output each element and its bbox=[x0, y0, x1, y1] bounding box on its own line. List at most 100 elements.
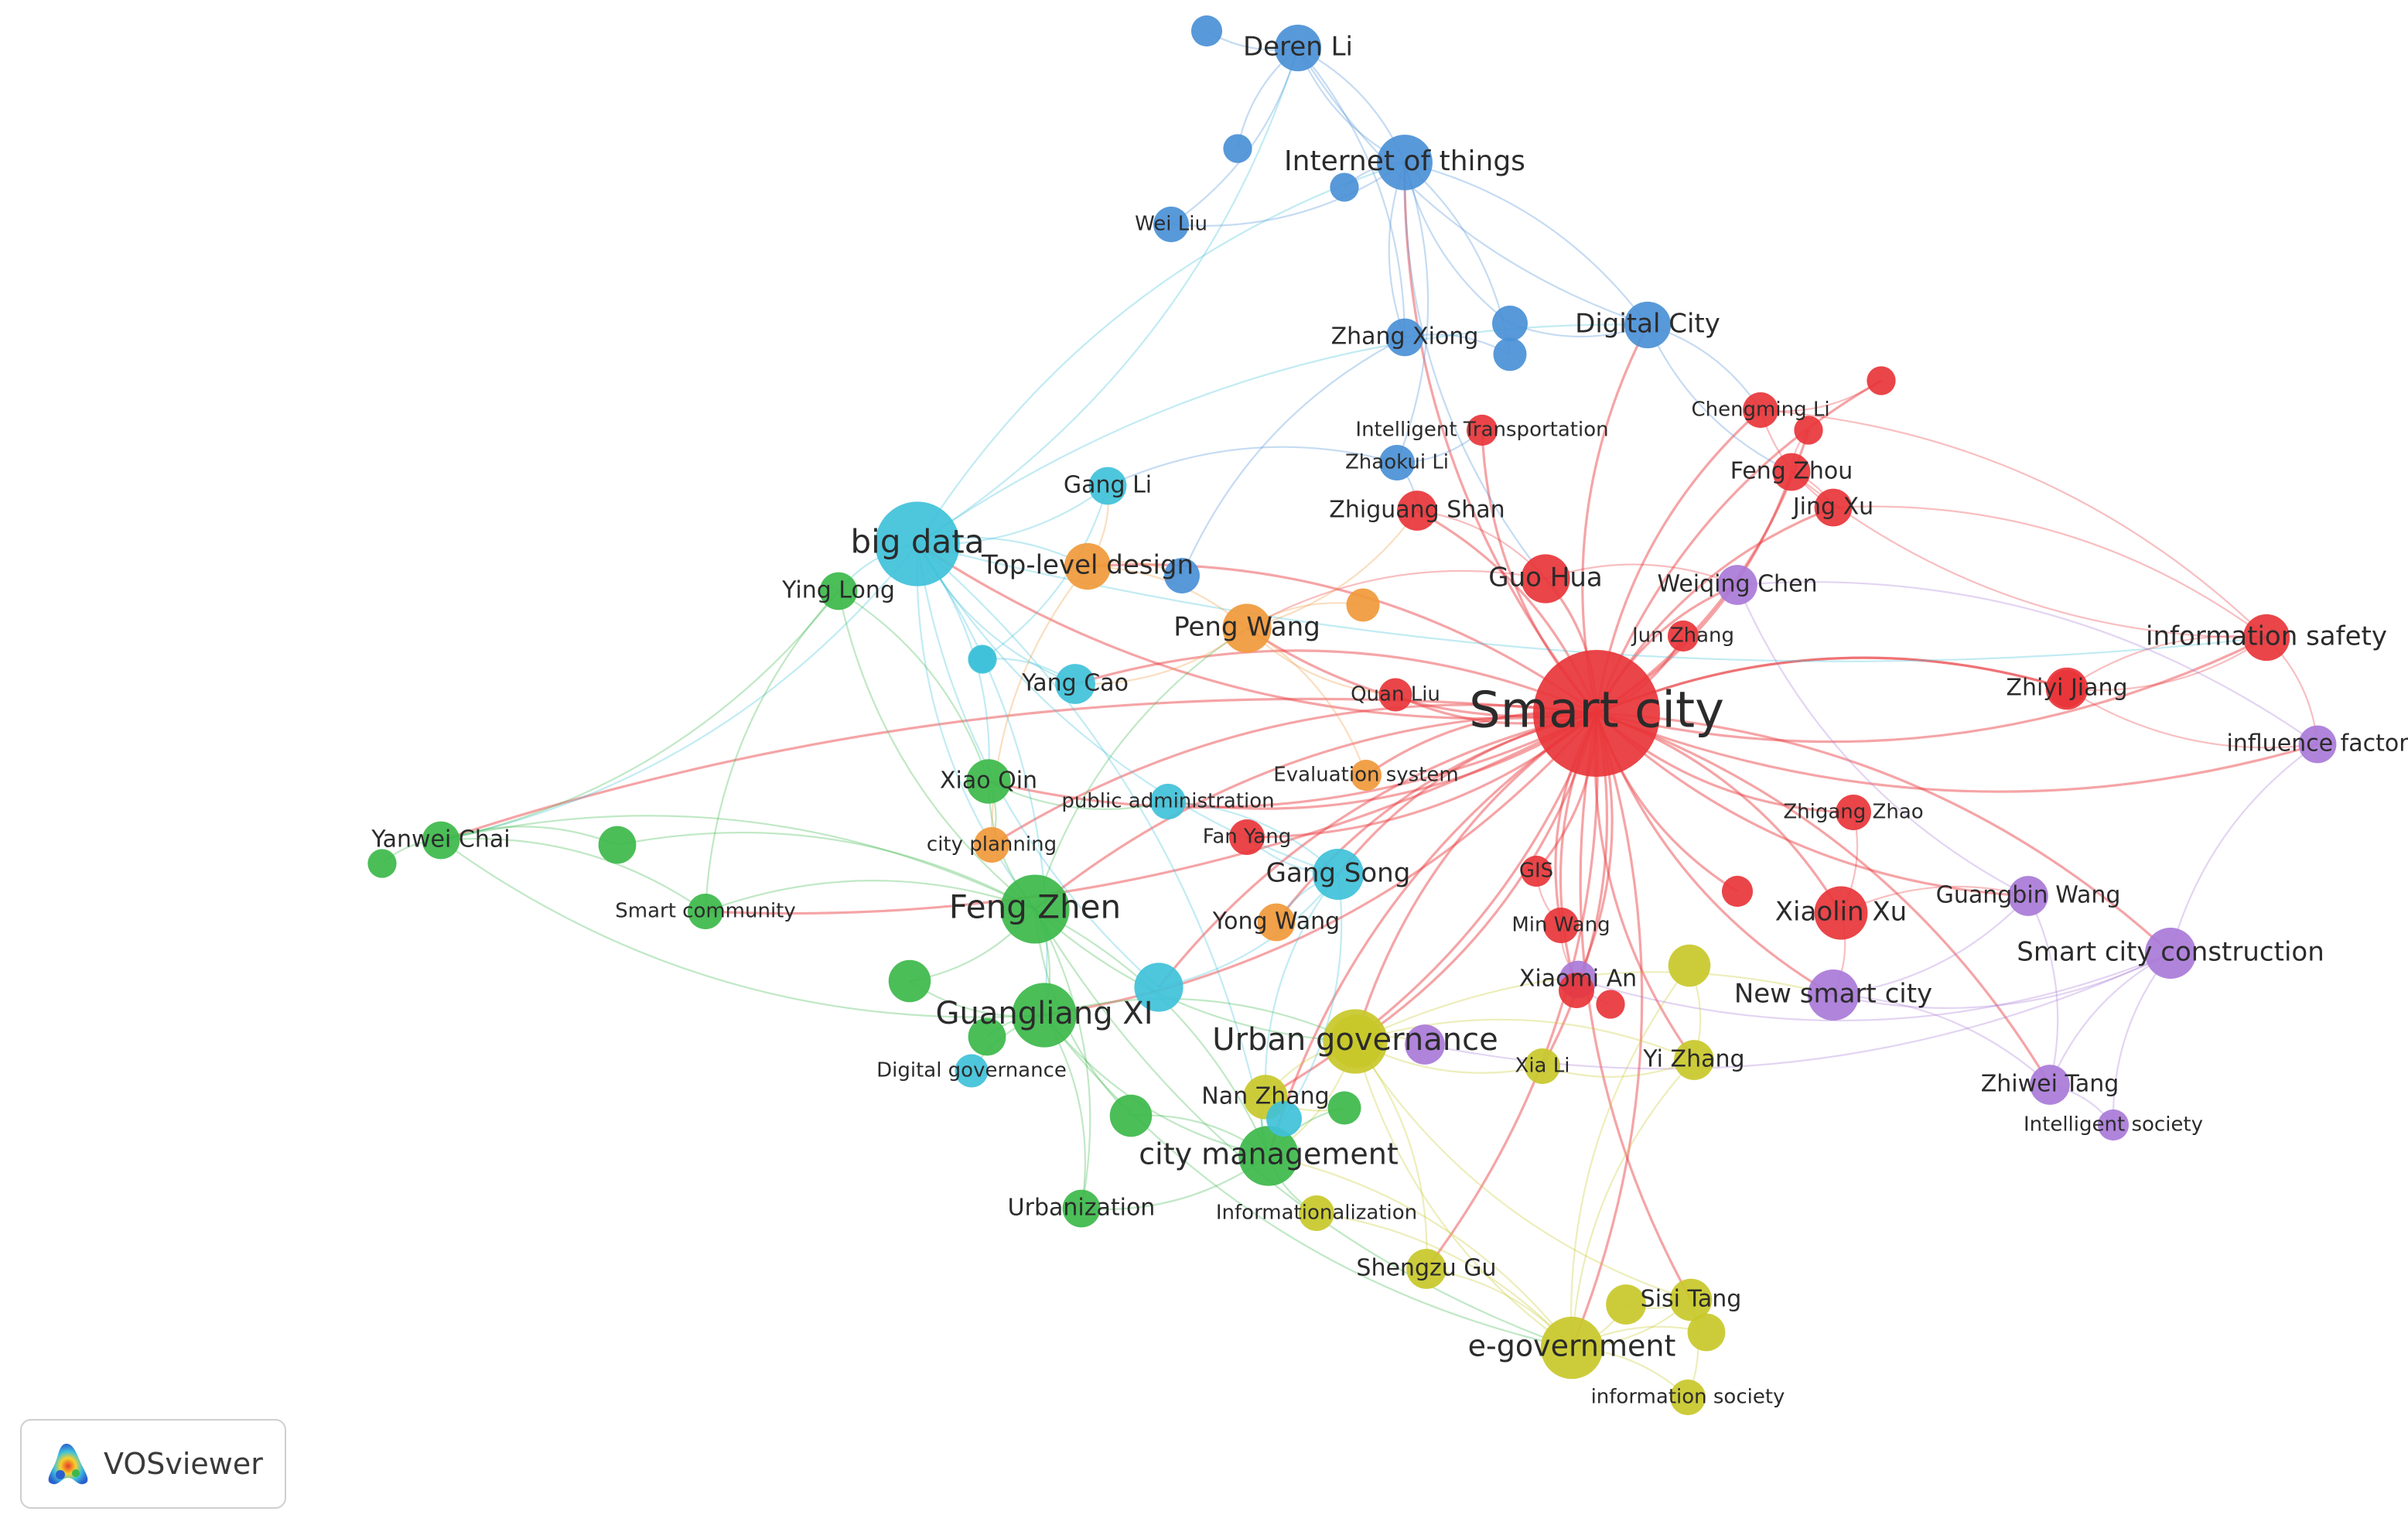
node-digital-city[interactable] bbox=[1624, 301, 1672, 349]
node-sc-constr[interactable] bbox=[2144, 927, 2197, 980]
node-xiaolin-xu[interactable] bbox=[1814, 886, 1868, 940]
node-big-data[interactable] bbox=[875, 501, 960, 586]
node-shengzu-gu[interactable] bbox=[1406, 1249, 1447, 1289]
node-zhaokui-li[interactable] bbox=[1379, 445, 1415, 480]
node-gis[interactable] bbox=[1520, 855, 1552, 887]
node-u28[interactable] bbox=[367, 849, 397, 878]
edge-big_data-feng_zhen bbox=[916, 543, 1036, 910]
node-info-society[interactable] bbox=[1670, 1380, 1706, 1415]
node-guo-hua[interactable] bbox=[1521, 554, 1570, 604]
node-peng-wang[interactable] bbox=[1222, 604, 1272, 653]
edge-smart_city-city_mgmt bbox=[1267, 712, 1597, 1157]
node-u8[interactable] bbox=[1794, 415, 1823, 445]
node-sisi-tang[interactable] bbox=[1669, 1278, 1713, 1322]
edge-smart_city-zhiyi_jiang bbox=[1596, 656, 2068, 715]
node-yanwei-chai[interactable] bbox=[422, 821, 460, 860]
node-eval-sys[interactable] bbox=[1350, 759, 1382, 792]
node-weiqing-chen[interactable] bbox=[1717, 565, 1757, 605]
node-ying-long[interactable] bbox=[819, 572, 858, 610]
node-u19[interactable] bbox=[1668, 944, 1711, 987]
node-u24[interactable] bbox=[2045, 667, 2089, 710]
node-jing-xu[interactable] bbox=[1814, 488, 1853, 527]
node-wei-liu[interactable] bbox=[1153, 207, 1189, 242]
node-u12[interactable] bbox=[968, 1017, 1006, 1056]
label-xiaomi-an: Xiaomi An bbox=[1519, 966, 1637, 993]
label-zhiguang-shan: Zhiguang Shan bbox=[1329, 497, 1505, 524]
node-zhiguang-shan[interactable] bbox=[1397, 491, 1437, 531]
node-guangliang-xi[interactable] bbox=[1012, 983, 1077, 1048]
edge-weiqing_chen-guangbin_wang bbox=[1736, 584, 2029, 897]
node-u6[interactable] bbox=[1164, 558, 1200, 593]
node-smart-city[interactable] bbox=[1533, 650, 1660, 777]
label-guo-hua: Guo Hua bbox=[1488, 562, 1602, 593]
node-influence[interactable] bbox=[2298, 725, 2337, 764]
node-intel-society[interactable] bbox=[2097, 1109, 2130, 1141]
node-quan-liu[interactable] bbox=[1378, 678, 1412, 712]
node-u26[interactable] bbox=[1721, 875, 1754, 908]
node-u3[interactable] bbox=[1330, 173, 1359, 202]
label-smart-comm: Smart community bbox=[615, 900, 796, 923]
node-gang-li[interactable] bbox=[1088, 467, 1127, 505]
node-feng-zhou[interactable] bbox=[1772, 453, 1811, 491]
node-u4[interactable] bbox=[1492, 306, 1528, 341]
node-smart-comm[interactable] bbox=[688, 894, 723, 929]
node-city-planning[interactable] bbox=[974, 827, 1009, 863]
node-xia-li[interactable] bbox=[1525, 1048, 1560, 1084]
node-u9[interactable] bbox=[1346, 588, 1380, 622]
node-min-wang[interactable] bbox=[1543, 908, 1579, 943]
node-urbanization[interactable] bbox=[1062, 1189, 1101, 1228]
node-gang-song[interactable] bbox=[1312, 848, 1365, 901]
edge-smart_city-shengzu_gu bbox=[1425, 713, 1600, 1270]
node-xiao-qin[interactable] bbox=[966, 759, 1011, 804]
node-iot[interactable] bbox=[1377, 135, 1433, 190]
node-yong-wang[interactable] bbox=[1257, 903, 1296, 942]
edge-new_smart-sc_constr bbox=[1832, 952, 2171, 1009]
node-u20[interactable] bbox=[1606, 1284, 1646, 1325]
node-info-safety[interactable] bbox=[2242, 614, 2290, 662]
vosviewer-badge[interactable]: VOSviewer bbox=[20, 1419, 286, 1509]
node-u16[interactable] bbox=[1327, 1091, 1361, 1125]
node-jun-zhang[interactable] bbox=[1667, 620, 1699, 652]
edge-info_safety-jing_xu bbox=[1832, 505, 2267, 638]
node-u23[interactable] bbox=[1596, 990, 1625, 1019]
node-top-level[interactable] bbox=[1064, 542, 1112, 590]
node-yang-cao[interactable] bbox=[1055, 664, 1095, 704]
node-new-smart[interactable] bbox=[1807, 969, 1860, 1021]
node-zhigang-zhao[interactable] bbox=[1836, 795, 1871, 830]
edge-zhaokui_li-gang_li bbox=[1107, 446, 1398, 487]
edge-egov-yi_zhang bbox=[1570, 1059, 1695, 1349]
node-u15[interactable] bbox=[1109, 1094, 1153, 1137]
node-u7[interactable] bbox=[1867, 366, 1896, 395]
node-chengming-li[interactable] bbox=[1743, 392, 1778, 428]
node-u17[interactable] bbox=[1266, 1101, 1302, 1137]
node-u11[interactable] bbox=[598, 826, 637, 864]
node-informational[interactable] bbox=[1299, 1195, 1334, 1231]
node-yi-zhang[interactable] bbox=[1674, 1040, 1714, 1080]
node-u25[interactable] bbox=[1405, 1024, 1445, 1065]
node-fan-yang[interactable] bbox=[1229, 819, 1265, 855]
node-u5[interactable] bbox=[1493, 337, 1527, 371]
node-feng-zhen[interactable] bbox=[1000, 874, 1070, 944]
node-u18[interactable] bbox=[1330, 1014, 1384, 1069]
edge-ying_long-smart_comm bbox=[704, 590, 839, 912]
node-u27[interactable] bbox=[968, 645, 997, 674]
node-u22[interactable] bbox=[1559, 973, 1594, 1008]
node-u13[interactable] bbox=[888, 959, 931, 1003]
edge-egov-u19 bbox=[1569, 965, 1690, 1349]
label-guangliang-xi: Guangliang XI bbox=[936, 996, 1153, 1031]
node-zhiwei-tang[interactable] bbox=[2030, 1065, 2070, 1105]
node-guangbin-wang[interactable] bbox=[2008, 876, 2048, 916]
node-digital-gov[interactable] bbox=[955, 1054, 989, 1088]
node-u1[interactable] bbox=[1190, 15, 1223, 47]
node-intel-transport[interactable] bbox=[1466, 414, 1498, 446]
node-deren-li[interactable] bbox=[1274, 24, 1322, 72]
node-public-admin[interactable] bbox=[1150, 784, 1186, 819]
node-u14[interactable] bbox=[1134, 963, 1184, 1012]
edge-yanwei_chai-ying_long bbox=[440, 590, 839, 842]
node-zhang-xiong[interactable] bbox=[1385, 318, 1424, 357]
node-u21[interactable] bbox=[1687, 1313, 1726, 1352]
node-u2[interactable] bbox=[1223, 134, 1252, 163]
node-city-mgmt[interactable] bbox=[1238, 1126, 1299, 1186]
node-egov[interactable] bbox=[1540, 1316, 1604, 1380]
